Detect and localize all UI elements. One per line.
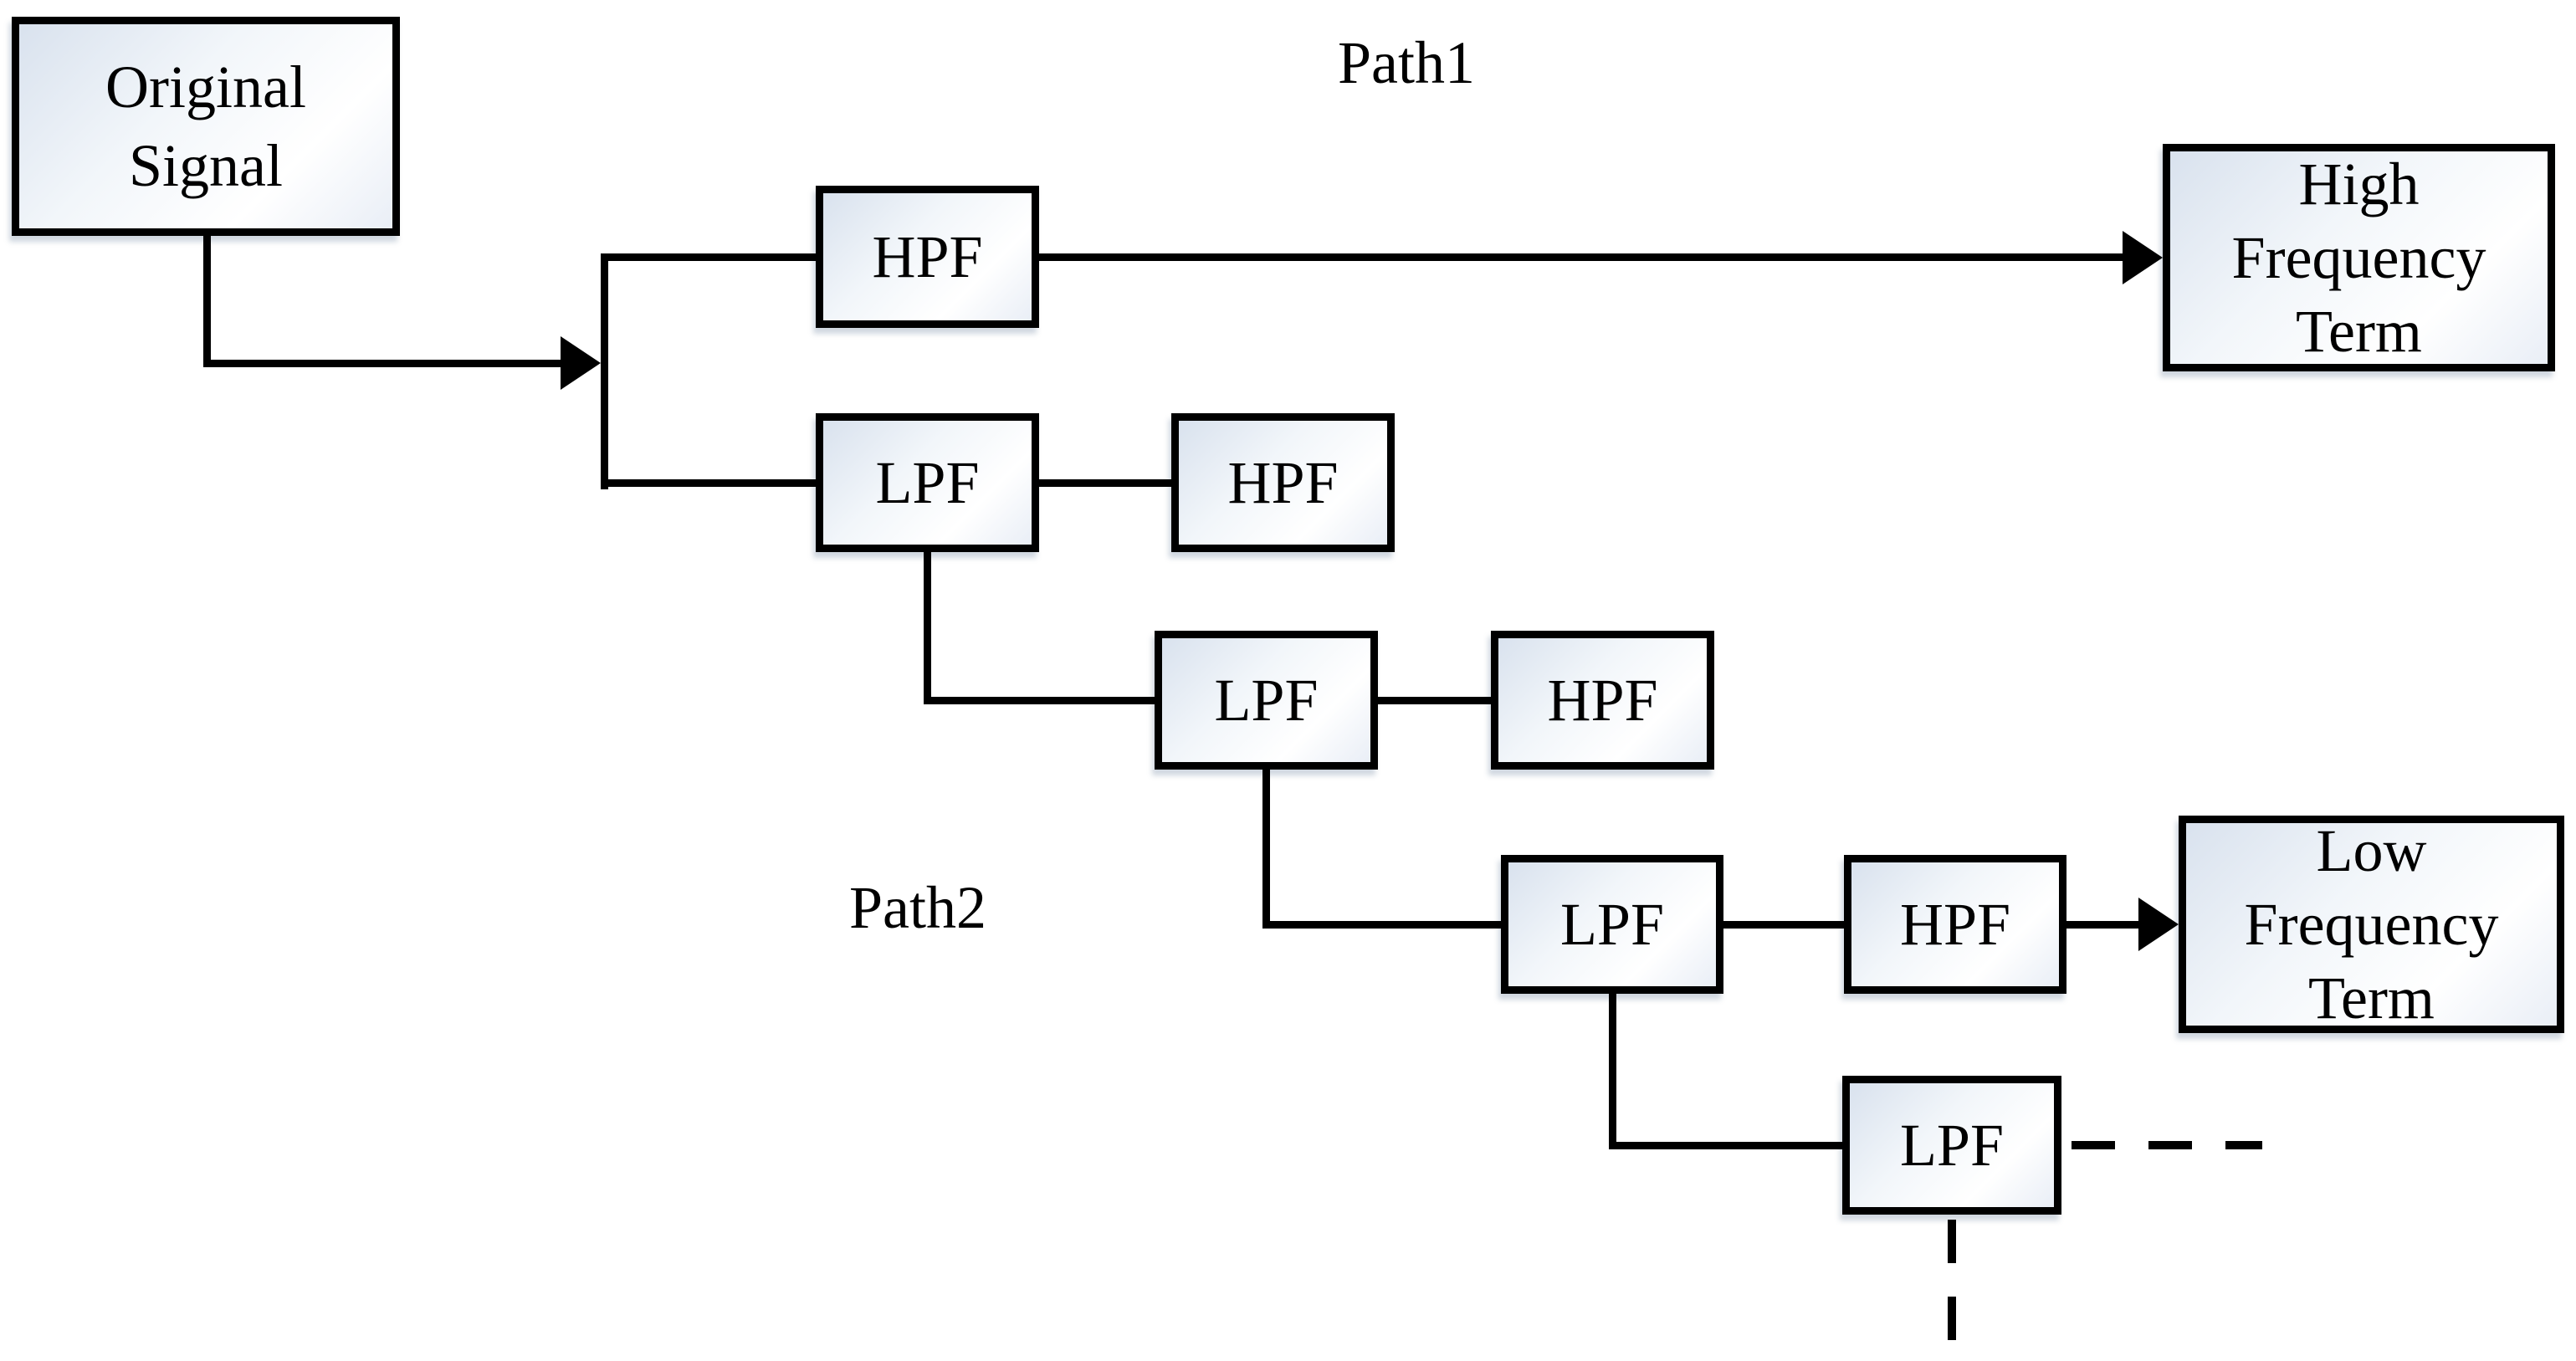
lpf4-dashed-continuation-down [1948, 1220, 1956, 1361]
hpf-box-2: HPF [1171, 413, 1395, 552]
lpf2-down-line [1262, 770, 1270, 929]
hpf-box-4: HPF [1844, 855, 2066, 994]
low-frequency-term-line3: Term [2308, 964, 2435, 1031]
lpf3-to-hpf4-line [1723, 921, 1844, 929]
lpf1-to-lpf2-line [924, 697, 1155, 704]
high-frequency-arrowhead-icon [2123, 231, 2163, 284]
branch-arrowhead-icon [561, 336, 601, 390]
high-frequency-term-line2: Frequency [2231, 224, 2486, 291]
low-frequency-term-line2: Frequency [2244, 891, 2499, 958]
high-frequency-term-box: High Frequency Term [2163, 144, 2555, 371]
path2-label: Path2 [848, 874, 986, 941]
lpf-box-4: LPF [1842, 1076, 2061, 1215]
branch-to-hpf1-line [608, 253, 816, 261]
lpf-box-4-label: LPF [1899, 1112, 2005, 1179]
lpf3-to-lpf4-line [1609, 1142, 1842, 1149]
original-signal-line1: Original [105, 54, 306, 120]
hpf1-to-high-frequency-line [1039, 253, 2124, 261]
lpf-box-1: LPF [816, 413, 1039, 552]
lpf3-down-line [1609, 994, 1616, 1149]
lpf-box-1-label: LPF [875, 449, 980, 516]
low-frequency-term-line1: Low [2316, 817, 2427, 884]
high-frequency-term-line3: Term [2296, 298, 2422, 365]
original-signal-box: Original Signal [12, 17, 400, 236]
hpf-box-3: HPF [1491, 631, 1714, 770]
high-frequency-term-line1: High [2298, 151, 2420, 217]
lpf1-to-hpf2-line [1039, 479, 1171, 487]
lpf-box-2-label: LPF [1214, 667, 1319, 734]
original-signal-down-line [203, 236, 211, 367]
lpf2-to-hpf3-line [1378, 697, 1491, 704]
branch-vertical-line [601, 253, 608, 489]
hpf-box-1: HPF [816, 186, 1039, 328]
lpf-box-3-label: LPF [1559, 891, 1665, 958]
hpf-box-4-label: HPF [1899, 891, 2011, 958]
lpf2-to-lpf3-line [1262, 921, 1501, 929]
hpf-box-3-label: HPF [1547, 667, 1658, 734]
hpf-box-1-label: HPF [872, 223, 983, 290]
hpf-box-2-label: HPF [1227, 449, 1339, 516]
low-frequency-term-box: Low Frequency Term [2179, 816, 2564, 1033]
lpf-box-2: LPF [1155, 631, 1378, 770]
hpf4-to-low-frequency-line [2066, 921, 2140, 929]
original-signal-line2: Signal [128, 132, 283, 199]
lpf1-down-line [924, 552, 931, 704]
lpf4-dashed-continuation-right [2072, 1141, 2262, 1149]
path1-label: Path1 [1337, 29, 1475, 96]
low-frequency-arrowhead-icon [2138, 898, 2179, 951]
lpf-box-3: LPF [1501, 855, 1723, 994]
branch-to-lpf1-line [608, 479, 816, 487]
original-signal-right-line [203, 360, 561, 367]
